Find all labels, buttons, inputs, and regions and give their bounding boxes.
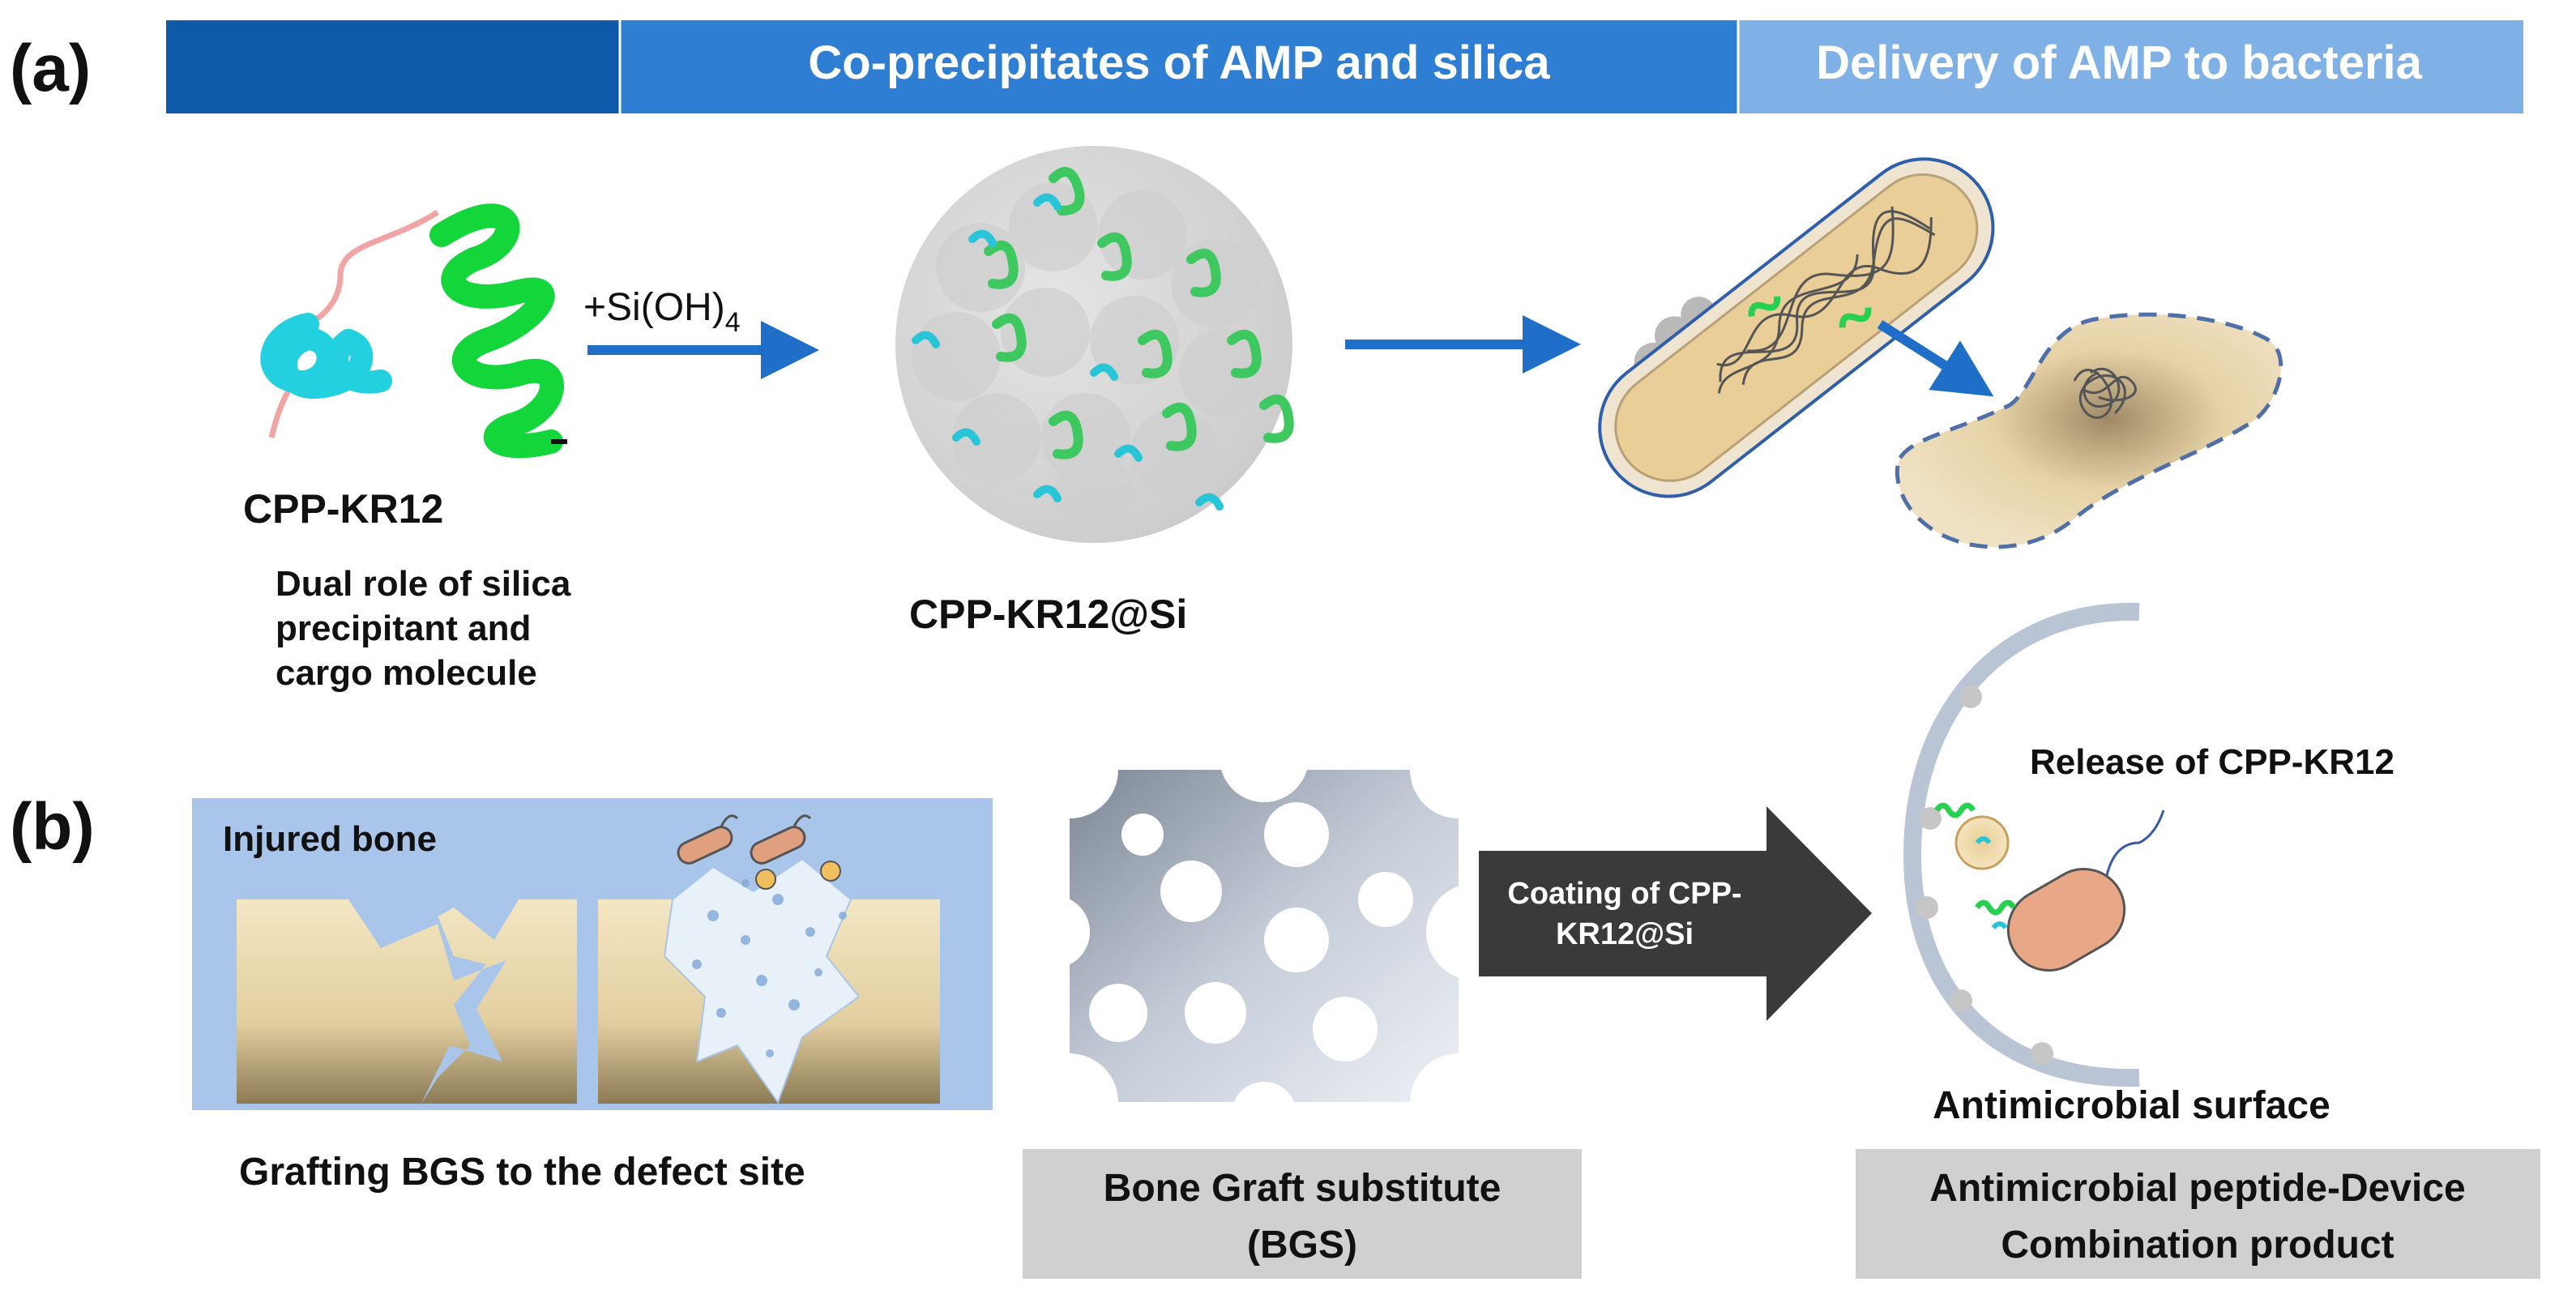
header-band: Co-precipitates of AMP and silica Delive… [166, 20, 2523, 113]
lysed-cell-outline [1895, 312, 2283, 549]
small-bacteria-icons [677, 814, 841, 890]
grafting-caption: Grafting BGS to the defect site [239, 1151, 805, 1194]
peptide-name: CPP-KR12 [243, 486, 443, 532]
bacterium-lysed-graphic [1895, 312, 2283, 549]
peptide-role-line-3: cargo molecule [276, 653, 537, 693]
injury-gap [348, 899, 506, 1104]
panel-a: (a) Co-precipitates of AMP and silica De… [10, 20, 2523, 693]
device-surface-arc [1903, 602, 2140, 1087]
lysis-arrow [1877, 319, 1994, 397]
header-segment-dark [166, 20, 620, 113]
peptide-structure-graphic [260, 203, 567, 459]
green-helix [429, 203, 565, 459]
panel-a-label: (a) [10, 32, 91, 105]
surface-label: Antimicrobial surface [1933, 1084, 2330, 1127]
silica-particle-graphic [895, 146, 1294, 543]
product-caption-line-1: Antimicrobial peptide-Device [1929, 1167, 2465, 1210]
peptide-role-line-2: precipitant and [276, 609, 531, 648]
antimicrobial-surface-graphic [1903, 602, 2165, 1087]
peptide-tail [268, 383, 295, 438]
header-segment-mid [620, 20, 1738, 113]
target-bacterium [1975, 810, 2165, 972]
bgs-porous-block [1017, 713, 1523, 1151]
header-segment-light [1738, 20, 2523, 113]
header-coprecipitates: Co-precipitates of AMP and silica [808, 36, 1550, 89]
fractured-bone-left [237, 899, 506, 1104]
released-peptide-particle [1934, 802, 2010, 870]
cyan-helix [260, 313, 392, 399]
product-caption-box [1856, 1149, 2540, 1279]
release-label: Release of CPP-KR12 [2030, 742, 2394, 782]
injured-bone-label: Injured bone [223, 819, 437, 859]
particle-label: CPP-KR12@Si [909, 592, 1187, 637]
product-caption-line-2: Combination product [2001, 1224, 2394, 1267]
peptide-loop [306, 210, 439, 327]
coating-arrow-line-1: Coating of CPP- [1507, 877, 1741, 911]
header-delivery: Delivery of AMP to bacteria [1816, 36, 2423, 89]
bacterium-intact-graphic [1598, 157, 1995, 498]
reagent-label: +Si(OH)4 [583, 286, 741, 338]
bgs-caption-line-2: (BGS) [1247, 1224, 1357, 1267]
panel-b: (b) Injured bone Grafting BGS to the def… [10, 602, 2540, 1279]
bgs-caption-line-1: Bone Graft substitute [1104, 1167, 1502, 1210]
coating-arrow [1479, 806, 1872, 1021]
coating-arrow-line-2: KR12@Si [1556, 917, 1694, 951]
panel-b-label: (b) [10, 790, 95, 864]
peptide-role-line-1: Dual role of silica [276, 564, 571, 604]
bgs-caption-box [1023, 1149, 1582, 1279]
